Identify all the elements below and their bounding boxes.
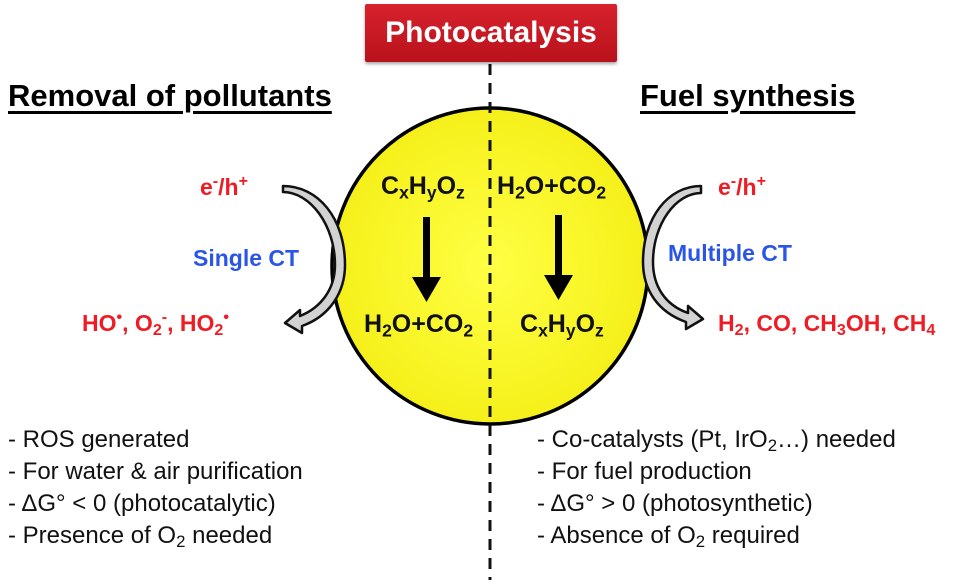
right-products-label: H2, CO, CH3OH, CH4 <box>718 310 936 340</box>
right-bullet-item: - Absence of O2 required <box>537 522 800 552</box>
left-product-formula: H2O+CO2 <box>364 310 474 341</box>
right-bullet-item: - Co-catalysts (Pt, IrO2…) needed <box>537 426 896 456</box>
left-heading: Removal of pollutants <box>8 78 332 113</box>
right-product-formula: CxHyOz <box>520 310 604 341</box>
left-charge-transfer-label: Single CT <box>193 245 300 271</box>
right-bullet-item: - ΔG° > 0 (photosynthetic) <box>537 490 813 517</box>
left-curved-arrow-icon <box>281 184 347 335</box>
left-bullet-item: - Presence of O2 needed <box>8 522 273 552</box>
left-bullet-item: - ΔG° < 0 (photocatalytic) <box>8 490 276 517</box>
right-bullet-list: - Co-catalysts (Pt, IrO2…) needed - For … <box>537 424 896 552</box>
left-bullet-item: - For water & air purification <box>8 458 303 485</box>
right-reaction-arrow-icon <box>544 215 573 300</box>
right-reactant-formula: H2O+CO2 <box>497 172 607 203</box>
left-carriers-label: e-/h+ <box>200 172 249 200</box>
right-heading: Fuel synthesis <box>640 78 856 113</box>
right-curved-arrow-icon <box>641 184 705 331</box>
left-bullet-list: - ROS generated - For water & air purifi… <box>8 424 303 552</box>
right-carriers-label: e-/h+ <box>718 172 767 200</box>
title-banner: Photocatalysis <box>365 4 617 62</box>
left-bullet-item: - ROS generated <box>8 426 190 453</box>
right-charge-transfer-label: Multiple CT <box>668 240 792 266</box>
left-reactant-formula: CxHyOz <box>381 172 465 203</box>
left-products-label: HO•, O2-, HO2• <box>82 308 229 340</box>
right-bullet-item: - For fuel production <box>537 458 752 485</box>
left-reaction-arrow-icon <box>412 217 441 302</box>
